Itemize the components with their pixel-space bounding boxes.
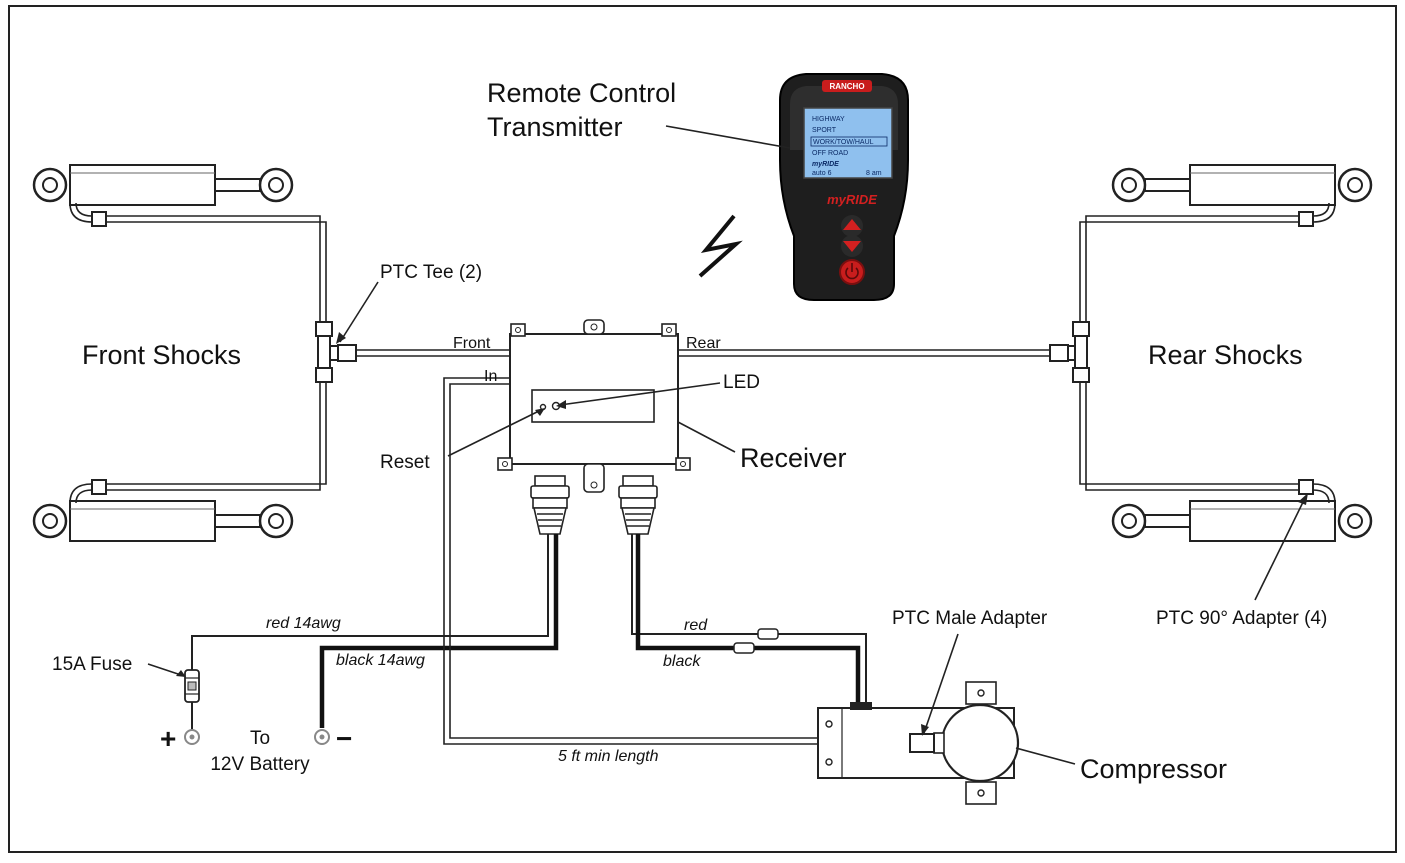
rear-shock-bottom — [1111, 499, 1373, 543]
front-top-90-adapter — [91, 211, 107, 227]
in-port-label: In — [484, 368, 497, 385]
rear-port-label: Rear — [686, 335, 721, 352]
screen-footer-left: auto 6 — [812, 170, 832, 177]
fuse-15a — [184, 669, 200, 703]
red-wire-label: red — [684, 617, 708, 634]
receiver-gland-right — [618, 475, 658, 535]
down-arrow-icon — [843, 241, 861, 252]
ptc-male-adapter — [909, 733, 935, 753]
rear-bottom-90-adapter — [1298, 479, 1314, 495]
rear-ptc-tee — [1049, 321, 1090, 383]
receiver-box — [497, 319, 691, 493]
brand-text: RANCHO — [829, 82, 864, 91]
ptc-male-label: PTC Male Adapter — [892, 608, 1048, 629]
leader-lines — [147, 125, 1307, 765]
battery-label-line2: 12V Battery — [210, 754, 310, 775]
red-14awg-label: red 14awg — [266, 615, 341, 632]
remote-label-line1: Remote Control — [487, 78, 676, 108]
compressor-air-line — [443, 377, 910, 745]
minus-sign: − — [336, 723, 352, 754]
receiver-label: Receiver — [740, 443, 847, 473]
frame-border — [8, 5, 1397, 853]
brand-badge — [822, 80, 872, 92]
remote-label-line2: Transmitter — [487, 112, 623, 142]
screen-footer-right: 8 am — [866, 170, 882, 177]
front-bottom-90-adapter — [91, 479, 107, 495]
plus-sign: + — [160, 723, 176, 754]
black-14awg-label: black 14awg — [336, 652, 425, 669]
rear-shock-top — [1111, 163, 1373, 207]
positive-terminal — [184, 729, 200, 745]
min-length-label: 5 ft min length — [558, 748, 659, 765]
front-ptc-tee — [315, 321, 357, 383]
compressor-label: Compressor — [1080, 754, 1227, 784]
front-shock-bottom — [32, 499, 294, 543]
screen-item-4: OFF ROAD — [812, 150, 848, 157]
black-wire-label: black — [663, 653, 701, 670]
black-wire-splice — [733, 642, 755, 654]
power-wires — [191, 534, 867, 730]
device-logo: myRIDE — [827, 192, 877, 207]
reset-label: Reset — [380, 452, 430, 473]
screen-item-1: HIGHWAY — [812, 116, 845, 123]
screen-logo: myRIDE — [812, 161, 839, 168]
fuse-label: 15A Fuse — [52, 654, 132, 675]
led-label: LED — [723, 372, 760, 393]
rear-shocks-label: Rear Shocks — [1148, 340, 1303, 370]
ptc-tee-label: PTC Tee (2) — [380, 262, 482, 283]
rear-top-90-adapter — [1298, 211, 1314, 227]
signal-bolt-icon — [698, 214, 743, 278]
ptc-90-label: PTC 90° Adapter (4) — [1156, 608, 1327, 629]
remote-transmitter: RANCHO HIGHWAY SPORT WORK/TOW/HAUL OFF R… — [779, 73, 909, 301]
arrowheads — [176, 332, 1308, 736]
negative-terminal — [314, 729, 330, 745]
screen-item-3: WORK/TOW/HAUL — [813, 139, 874, 146]
remote-screen — [803, 107, 893, 179]
receiver-gland-left — [530, 475, 570, 535]
front-shocks-label: Front Shocks — [82, 340, 241, 370]
power-icon — [845, 267, 859, 280]
red-wire-splice — [757, 628, 779, 640]
screen-item-2: SPORT — [812, 127, 837, 134]
front-shock-top — [32, 163, 294, 207]
up-arrow-icon — [843, 219, 861, 230]
battery-label-line1: To — [250, 728, 270, 749]
front-port-label: Front — [453, 335, 491, 352]
